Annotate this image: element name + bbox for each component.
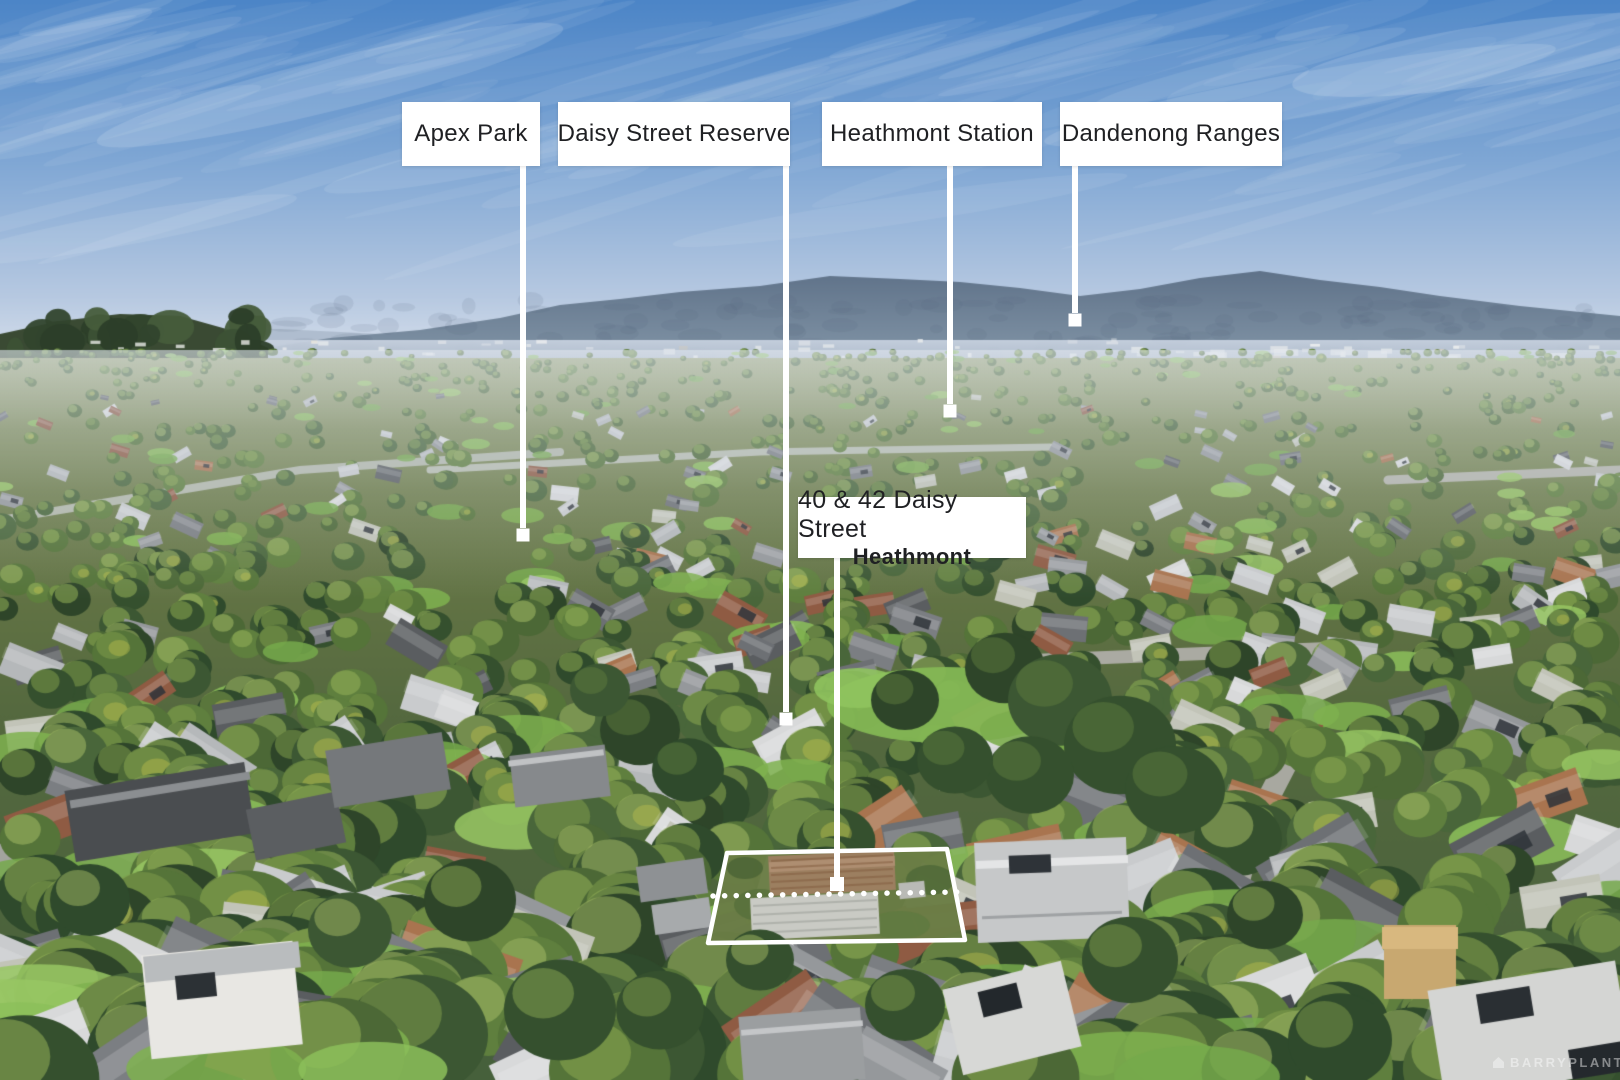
property-address: 40 & 42 Daisy Street	[798, 486, 958, 543]
watermark: BARRYPLANT	[1492, 1055, 1620, 1070]
property-boundary-outline	[705, 846, 968, 946]
property-boundary-dotted-line	[710, 889, 960, 899]
watermark-text: BARRYPLANT	[1510, 1055, 1620, 1070]
property-label: 40 & 42 Daisy Street Heathmont	[798, 486, 1026, 569]
property-suburb: Heathmont	[852, 543, 972, 569]
house-logo-icon	[1493, 1057, 1504, 1068]
